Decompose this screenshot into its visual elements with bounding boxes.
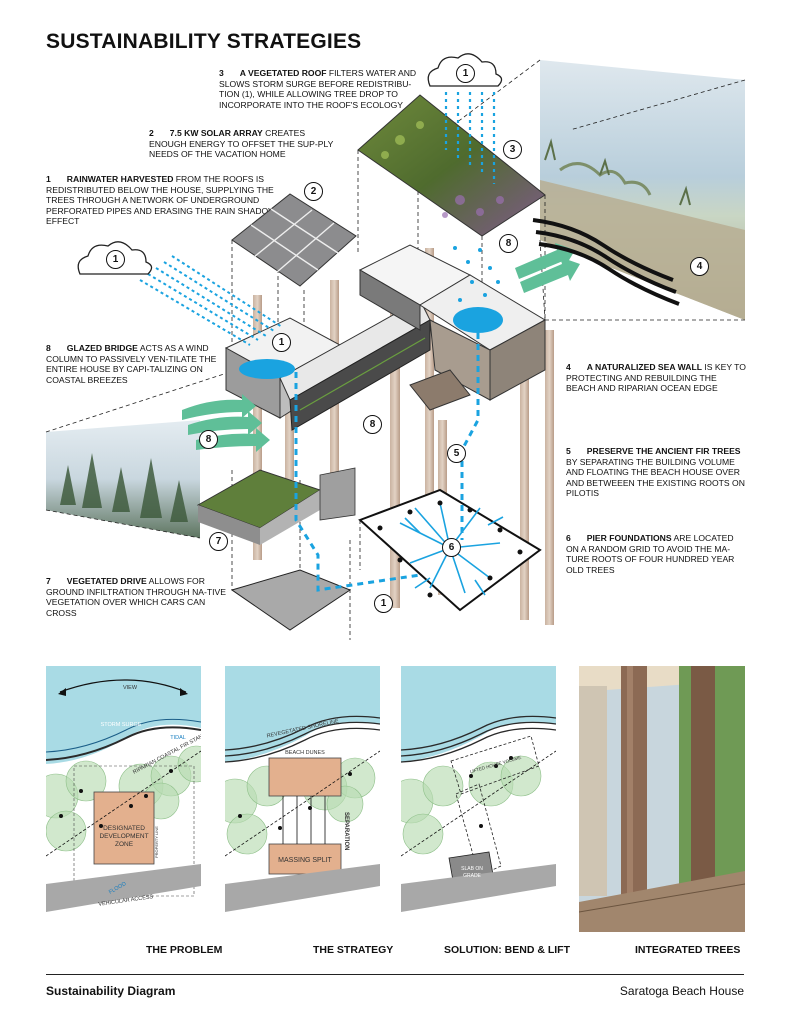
rain-drops: [444, 92, 496, 184]
slab-label-2: GRADE: [463, 873, 481, 879]
panel-integrated-trees-photo: [579, 666, 745, 932]
roof-pond: [453, 307, 503, 333]
callout-5: 5: [447, 444, 466, 463]
separation-label: SEPARATION: [343, 812, 349, 850]
footer-left-title: Sustainability Diagram: [46, 984, 176, 998]
root-network: [399, 502, 504, 596]
callout-8-left: 8: [199, 430, 218, 449]
water-distribution-pipes: [294, 333, 480, 592]
massing-label: MASSING SPLIT: [278, 857, 332, 864]
zone-label-2: DEVELOPMENT: [99, 833, 148, 840]
callout-4: 4: [690, 257, 709, 276]
footer-divider: [46, 974, 744, 975]
tidal-label: TIDAL: [170, 735, 186, 741]
beach-photo-panel: [540, 60, 745, 320]
callout-7: 7: [209, 532, 228, 551]
axonometric-diagram: [45, 53, 746, 640]
vegetated-drive: [196, 467, 356, 545]
callout-1-cistern: 1: [272, 333, 291, 352]
callout-3: 3: [503, 140, 522, 159]
label-solution: SOLUTION: BEND & LIFT: [444, 944, 570, 956]
page-title: SUSTAINABILITY STRATEGIES: [46, 30, 362, 53]
panel-solution: LIFTED HOUSE VOLUME SLAB ON GRADE: [401, 666, 556, 932]
view-label: VIEW: [123, 685, 138, 691]
sea-wall: [532, 218, 680, 306]
callout-8-bridge: 8: [363, 415, 382, 434]
callout-6: 6: [442, 538, 461, 557]
label-the-strategy: THE STRATEGY: [313, 944, 394, 956]
property-label: PROPERTY LINE: [154, 826, 159, 858]
storm-label: STORM SURGE: [101, 722, 142, 728]
solar-array: [231, 193, 357, 287]
panel-problem: VIEW STORM SURGE TIDAL RIPARIAN COASTAL …: [46, 666, 201, 932]
zone-label-3: ZONE: [115, 841, 134, 848]
cistern-pond: [239, 359, 295, 379]
massing-split: [268, 843, 342, 875]
forest-photo-panel: [46, 420, 200, 538]
slab-label-1: SLAB ON: [461, 866, 483, 872]
zone-label-1: DESIGNATED: [103, 825, 145, 832]
callout-1-bottom: 1: [374, 594, 393, 613]
dunes-label: BEACH DUNES: [285, 750, 325, 756]
callout-1-left: 1: [106, 250, 125, 269]
development-zone: [93, 791, 155, 865]
label-the-problem: THE PROBLEM: [146, 944, 223, 956]
callout-8-right: 8: [499, 234, 518, 253]
footer-right-title: Saratoga Beach House: [619, 984, 744, 998]
callout-2: 2: [304, 182, 323, 201]
vegetated-roof: [357, 94, 546, 237]
label-integrated-trees: INTEGRATED TREES: [635, 944, 741, 956]
callout-1-top: 1: [456, 64, 475, 83]
panel-strategy: REVEGETATED SHORELINE BEACH DUNES SEPARA…: [225, 666, 380, 932]
